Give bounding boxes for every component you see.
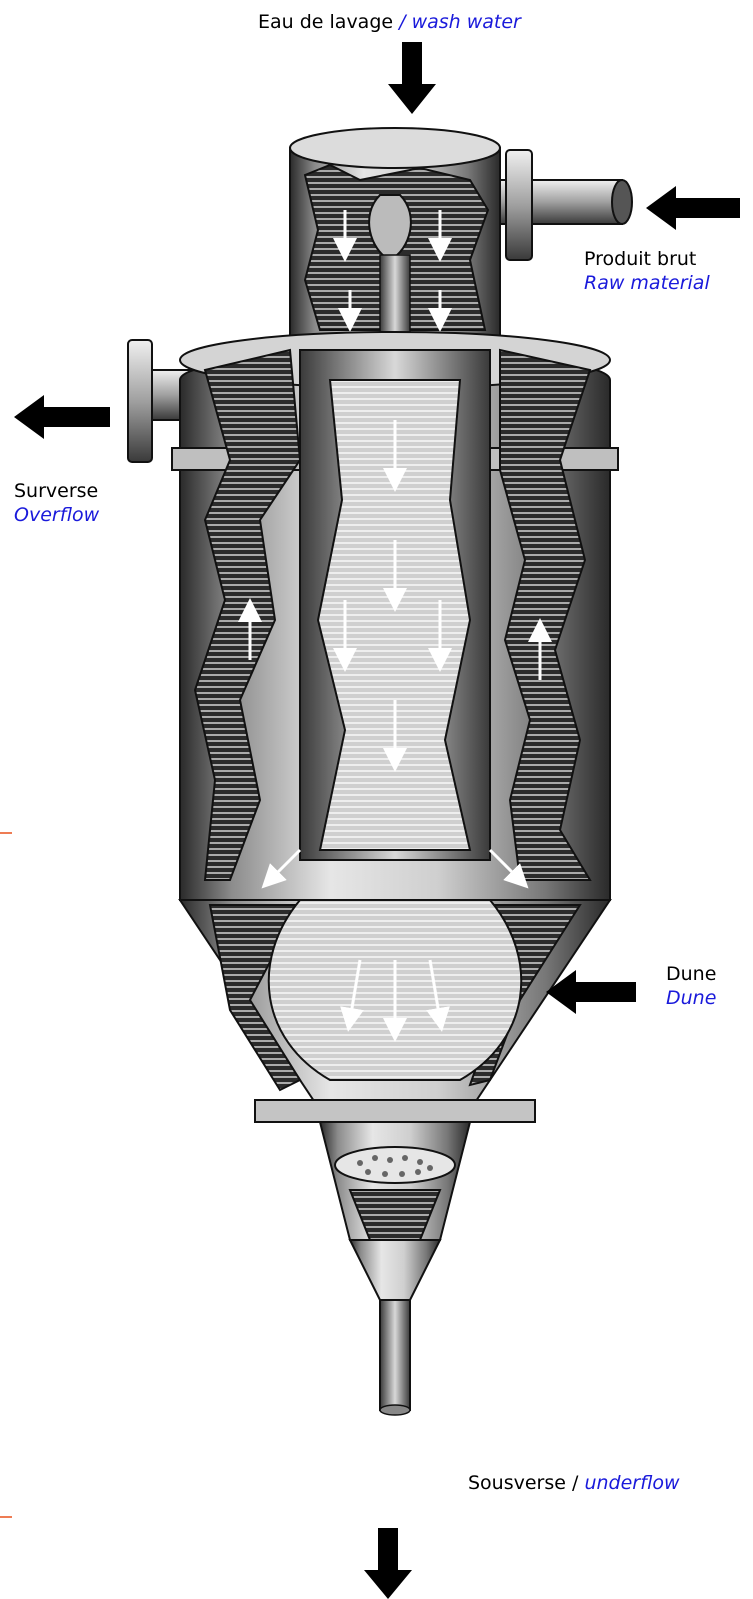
wash-water-inlet-arrow bbox=[388, 42, 436, 114]
dune-inlet-arrow bbox=[546, 970, 636, 1014]
top-column bbox=[290, 128, 500, 348]
raw-material-inlet-pipe bbox=[500, 150, 632, 260]
left-edge-crop-marks bbox=[0, 820, 14, 1540]
overflow-outlet-arrow bbox=[14, 395, 110, 439]
distributor-section bbox=[255, 1100, 535, 1415]
raw-material-inlet-arrow bbox=[646, 186, 740, 230]
underflow-outlet-arrow bbox=[364, 1528, 412, 1599]
main-vessel bbox=[172, 332, 618, 900]
